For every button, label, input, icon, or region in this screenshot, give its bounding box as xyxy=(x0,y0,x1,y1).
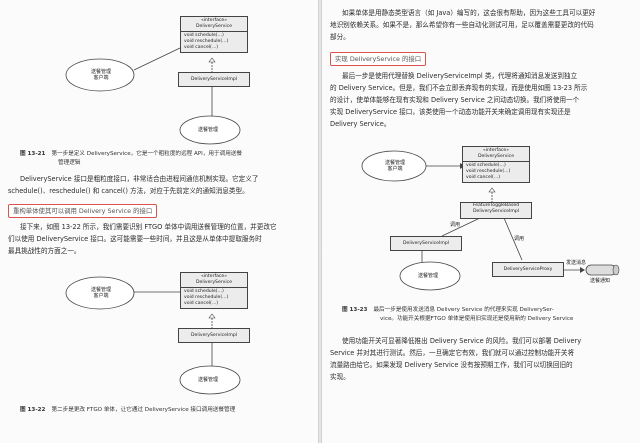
fig23-call-label-1: 调用 xyxy=(450,222,461,228)
left-diagram-lines xyxy=(65,47,241,395)
right-para-top-line1: 如果单体是用静态类型语言（如 Java）编写的，这会很有帮助，因为这些工具可以更… xyxy=(342,9,596,17)
fig21-impl-box: DeliveryServiceImpl xyxy=(178,72,250,87)
stereotype-label: «interface» xyxy=(200,18,228,23)
fig21-cloud-delivery-label: 送餐管理 xyxy=(198,127,219,133)
fig23-proxy-box: DeliveryServiceProxy xyxy=(492,262,564,277)
right-para-bottom-line1: 使用功能开关可显著降低推出 Delivery Service 的风险。我们可以部… xyxy=(342,337,582,345)
right-para-mid-line4: 实现 DeliveryService 接口，该类使用一个动态功能开关来确定调用现… xyxy=(330,108,571,116)
fig22-cloud-client-label: 送餐管理 客户端 xyxy=(90,287,111,299)
right-para-mid-line5: Delivery Service。 xyxy=(330,120,391,128)
fig22-impl-box: DeliveryServiceImpl xyxy=(178,328,250,343)
right-para-mid-line1: 最后一步是使用代理替换 DeliveryServiceImpl 类，代理将通知消… xyxy=(342,72,578,80)
right-para-bottom-line3: 流量路由给它。如果发现 Delivery Service 没有按预期工作，我们可… xyxy=(330,361,573,369)
right-para-bottom-line4: 实现。 xyxy=(330,373,350,381)
fig22-cloud-delivery-label: 送餐管理 xyxy=(198,377,219,383)
cloud-delivery-shape xyxy=(179,115,241,145)
para2-line2: 们以使用 DeliveryService 接口。这可能需要一些时间，并且这是从单… xyxy=(8,235,262,243)
fig23-channel-label: 送餐通知 xyxy=(590,278,611,284)
fig23-cloud-delivery-label: 送餐管理 xyxy=(418,273,439,279)
fig23-cloud-client-label: 送餐管理 客户端 xyxy=(384,160,405,172)
interface-name: DeliveryService xyxy=(195,24,233,29)
method-reschedule: void reschedule(...) xyxy=(184,39,229,44)
right-para-bottom-line2: Service 并对其进行测试。然后，一旦确定它有效，我们就可以通过控制功能开关… xyxy=(330,349,575,357)
fig23-impl-box: DeliveryServiceImpl xyxy=(390,236,462,251)
method-cancel: void cancel(...) xyxy=(184,45,219,50)
heading-refactor-monolith: 重构单体使其可以调用 Delivery Service 的接口 xyxy=(8,204,158,218)
right-para-top-line2: 地识别依赖关系。如果不是，那么希望你有一些自动化测试可用，足以覆盖需要更改的代码 xyxy=(330,21,594,29)
heading-implement-interface: 实现 DeliveryService 的接口 xyxy=(330,52,427,66)
cloud-client-shape xyxy=(65,58,135,92)
book-gutter xyxy=(318,0,322,443)
para2-line1: 接下来，如图 13-22 所示，我们需要识别 FTGO 单体中调用送餐管理的位置… xyxy=(20,223,277,231)
right-para-top-line3: 部分。 xyxy=(330,33,350,41)
fig23-send-label: 发送消息 xyxy=(566,260,587,266)
left-page: «interface» DeliveryService void schedul… xyxy=(0,0,318,443)
fig23-interface-box: «interface» DeliveryService void schedul… xyxy=(462,146,530,183)
fig22-interface-box: «interface» DeliveryService void schedul… xyxy=(180,272,248,309)
para1-line1: DeliveryService 接口是粗粒度接口，非常适合由进程间通信机制实现。… xyxy=(20,175,259,183)
method-schedule: void schedule(...) xyxy=(184,33,224,38)
fig23-toggle-box: FeatureToggleBased DeliveryServiceImpl xyxy=(460,202,532,219)
message-channel-shape xyxy=(585,264,617,276)
right-para-mid-line3: 的设计，使单体能够在现有实现和 Delivery Service 之间动态切换。… xyxy=(330,96,580,104)
caption-13-21-line2: 管理逻辑 xyxy=(58,160,81,166)
caption-13-23-line2: vice。功能开关根据FTGO 单体是使用旧实现还是使用新的 Delivery … xyxy=(380,316,574,322)
fig21-interface-box: «interface» DeliveryService void schedul… xyxy=(180,16,248,53)
fig21-cloud-client-label: 送餐管理 客户端 xyxy=(90,69,111,81)
right-page: 如果单体是用静态类型语言（如 Java）编写的，这会很有帮助，因为这些工具可以更… xyxy=(322,0,640,443)
para1-line2: schedule()、reschedule() 和 cancel() 方法，对应… xyxy=(8,187,249,195)
fig23-call-label-2: 调用 xyxy=(514,236,525,242)
right-para-mid-line2: 的 Delivery Service。但是，我们不会立即丢弃现有的实现，而是使用… xyxy=(330,84,588,92)
para2-line3: 最具挑战性的方面之一。 xyxy=(8,247,81,255)
right-diagram-lines xyxy=(361,150,620,291)
